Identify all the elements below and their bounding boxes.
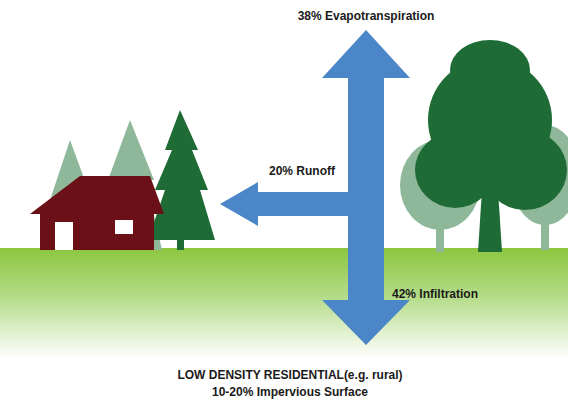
caption-line: 10-20% Impervious Surface: [212, 386, 368, 400]
flow-label: 38% Evapotranspiration: [298, 10, 435, 24]
runoff-arrow: [220, 182, 349, 226]
flow-label: 42% Infiltration: [392, 288, 478, 302]
deciduous-tree: [415, 40, 567, 252]
flow-label: 20% Runoff: [269, 165, 335, 179]
house: [30, 176, 164, 250]
evergreen-tree: [148, 110, 215, 250]
caption-line: LOW DENSITY RESIDENTIAL(e.g. rural): [177, 369, 402, 383]
ground: [0, 248, 568, 358]
